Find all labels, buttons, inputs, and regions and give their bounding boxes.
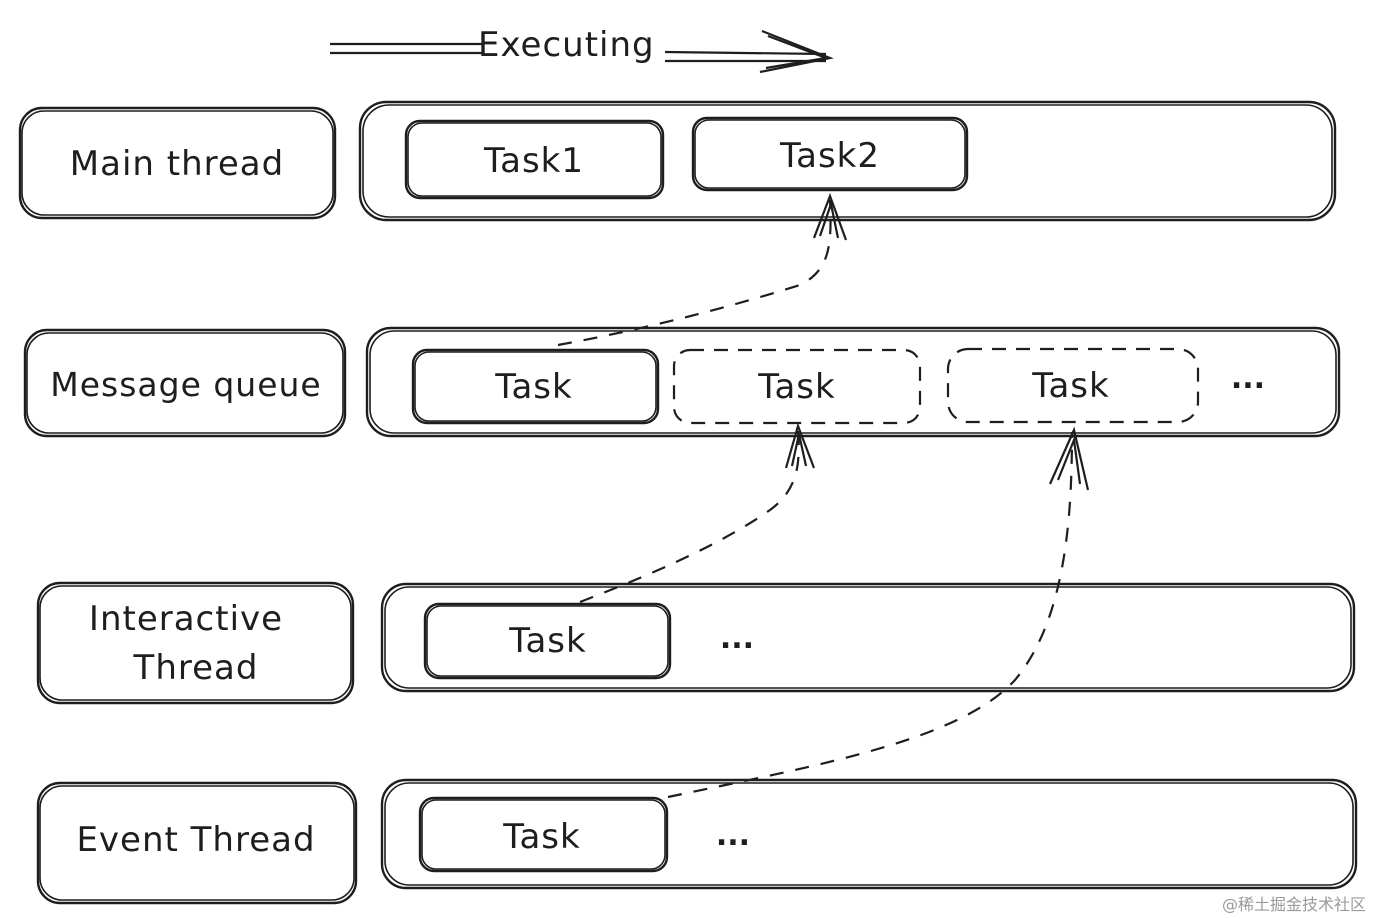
executing-arrow bbox=[330, 29, 834, 74]
arrow-interactive-to-queue bbox=[579, 422, 816, 604]
main-thread-row: Main thread Task1 Task2 bbox=[18, 100, 1337, 222]
main-thread-label: Main thread bbox=[70, 144, 284, 184]
interactive-thread-label-line1: Interactive bbox=[89, 599, 283, 639]
interactive-more-ellipsis: ... bbox=[720, 621, 754, 656]
queue-task-label-b: Task bbox=[757, 367, 835, 407]
task1-box bbox=[404, 119, 665, 200]
watermark: @稀土掘金技术社区 bbox=[1222, 895, 1366, 914]
queue-task-box-c bbox=[946, 347, 1200, 424]
event-thread-row: Event Thread Task ... bbox=[36, 778, 1358, 905]
queue-task-box-a bbox=[411, 348, 660, 425]
interactive-thread-label-box bbox=[36, 581, 355, 705]
message-queue-lane bbox=[365, 326, 1341, 438]
arrow-queue-to-task2 bbox=[557, 192, 848, 347]
event-task-label: Task bbox=[502, 817, 580, 857]
queue-task-label-a: Task bbox=[494, 367, 572, 407]
message-queue-label: Message queue bbox=[50, 365, 322, 404]
interactive-thread-label-line2: Thread bbox=[133, 648, 259, 688]
event-thread-label-box bbox=[36, 781, 358, 905]
executing-label: Executing bbox=[478, 25, 655, 65]
task1-label: Task1 bbox=[483, 141, 584, 181]
queue-task-box-b bbox=[672, 348, 922, 425]
task2-label: Task2 bbox=[779, 136, 880, 176]
queue-task-label-c: Task bbox=[1031, 366, 1109, 406]
main-thread-label-box bbox=[18, 106, 337, 220]
main-thread-lane bbox=[358, 100, 1337, 222]
interactive-thread-row: Interactive Thread Task ... bbox=[36, 581, 1356, 705]
event-thread-lane bbox=[380, 778, 1358, 890]
event-task-box bbox=[418, 796, 669, 873]
interactive-task-box bbox=[423, 602, 672, 680]
arrow-event-to-queue bbox=[667, 426, 1090, 799]
event-thread-label: Event Thread bbox=[76, 820, 315, 860]
message-queue-label-box bbox=[23, 328, 347, 438]
interactive-thread-lane bbox=[380, 582, 1356, 693]
task2-box bbox=[691, 116, 969, 192]
message-queue-row: Message queue Task Task Task ... bbox=[23, 326, 1341, 438]
queue-more-ellipsis: ... bbox=[1231, 361, 1265, 396]
interactive-task-label: Task bbox=[508, 621, 586, 661]
event-more-ellipsis: ... bbox=[716, 818, 750, 853]
